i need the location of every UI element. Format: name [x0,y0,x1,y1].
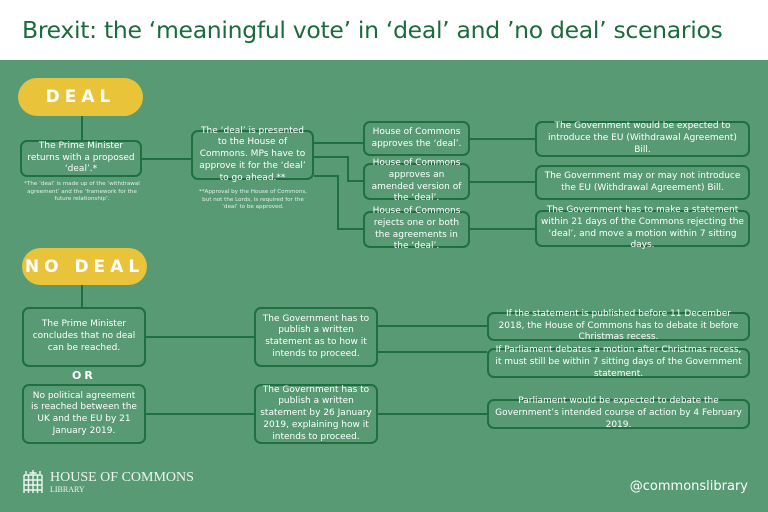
vote-rejects-box: House of Commons rejects one or both the… [363,206,470,251]
portcullis-icon [23,470,43,493]
gov-statement-box: The Government has to publish a written … [254,307,378,367]
result-after-christmas-box: If Parliament debates a motion after Chr… [487,345,750,379]
vote-amended-box: House of Commons approves an amended ver… [363,158,470,203]
deal-presented-box: The ‘deal’ is presented to the House of … [191,126,314,183]
page-title: Brexit: the ‘meaningful vote’ in ‘deal’ … [22,16,723,44]
or-label: OR [72,369,96,382]
no-deal-label: NO DEAL [22,248,147,285]
gov-statement-jan-box: The Government has to publish a written … [254,384,378,444]
pm-concludes-box: The Prime Minister concludes that no dea… [22,307,146,367]
result-rejects-box: The Government has to make a statement w… [535,205,750,250]
result-before-christmas-box: If the statement is published before 11 … [487,309,750,342]
footnote-approval: **Approval by the House of Commons, but … [198,189,308,211]
no-agreement-box: No political agreement is reached betwee… [22,384,146,444]
result-february-box: Parliament would be expected to debate t… [487,396,750,430]
footnote-deal: *The ‘deal’ is made up of the ‘withdrawa… [24,181,140,203]
result-approves-box: The Government would be expected to intr… [535,121,750,157]
title-bar: Brexit: the ‘meaningful vote’ in ‘deal’ … [0,0,768,60]
deal-label: DEAL [18,78,143,116]
twitter-handle: @commonslibrary [629,479,748,494]
result-amended-box: The Government may or may not introduce … [535,165,750,200]
vote-approves-box: House of Commons approves the ‘deal’. [363,121,470,156]
connector [314,175,363,230]
connector [314,156,363,182]
logo-name: HOUSE OF COMMONS [50,469,194,485]
pm-returns-box: The Prime Minister returns with a propos… [20,140,142,177]
logo-sub: LIBRARY [50,484,85,494]
